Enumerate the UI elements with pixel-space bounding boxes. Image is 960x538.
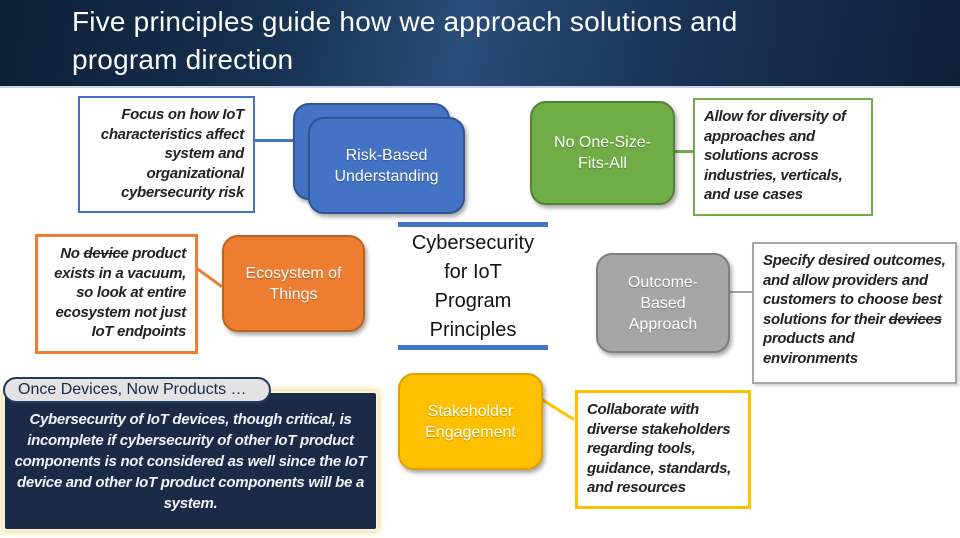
connector-risk-based xyxy=(254,139,294,142)
hub-divider-top xyxy=(398,222,548,227)
hub-title: Cybersecurity for IoT Program Principles xyxy=(411,232,535,341)
note-ecosystem: No device product exists in a vacuum, so… xyxy=(35,234,198,354)
principle-box-ecosystem: Ecosystem of Things xyxy=(222,235,365,332)
note-risk-based: Focus on how IoT characteristics affect … xyxy=(78,96,255,213)
note-text-strikethrough: devices xyxy=(888,310,942,328)
footnote-panel: Cybersecurity of IoT devices, though cri… xyxy=(3,391,378,531)
note-stakeholder: Collaborate with diverse stakeholders re… xyxy=(575,390,751,509)
footnote-badge: Once Devices, Now Products … xyxy=(3,377,271,403)
principle-label: No One-Size-Fits-All xyxy=(554,134,651,172)
note-text: Focus on how IoT characteristics affect … xyxy=(100,106,245,201)
note-text-strikethrough: device xyxy=(83,245,129,262)
connector-outcome xyxy=(729,291,753,293)
connector-no-one-size xyxy=(674,150,694,153)
footnote-badge-label: Once Devices, Now Products … xyxy=(18,381,247,398)
note-text-pre: Specify desired outcomes, and allow prov… xyxy=(763,252,946,328)
connector-ecosystem xyxy=(194,266,223,288)
footnote-text: Cybersecurity of IoT devices, though cri… xyxy=(14,411,367,512)
principle-label: Outcome-Based Approach xyxy=(627,273,699,333)
note-text-post: products and environments xyxy=(763,330,858,367)
note-no-one-size: Allow for diversity of approaches and so… xyxy=(693,98,873,216)
principle-label: Ecosystem of Things xyxy=(245,264,342,303)
principle-box-risk-based: Risk-Based Understanding xyxy=(308,117,465,214)
principle-label: Risk-Based Understanding xyxy=(334,146,439,185)
note-text-post: product exists in a vacuum, so look at e… xyxy=(54,245,186,340)
note-text-pre: No xyxy=(60,245,84,262)
note-text: Collaborate with diverse stakeholders re… xyxy=(587,401,732,496)
hub-divider-bottom xyxy=(398,345,548,350)
slide-title: Five principles guide how we approach so… xyxy=(72,6,738,75)
note-outcome-based: Specify desired outcomes, and allow prov… xyxy=(752,242,957,384)
principle-box-no-one-size: No One-Size-Fits-All xyxy=(530,101,675,205)
principle-box-outcome-based: Outcome-Based Approach xyxy=(596,253,730,353)
slide-header: Five principles guide how we approach so… xyxy=(0,0,960,88)
principle-box-stakeholder: Stakeholder Engagement xyxy=(398,373,543,470)
principle-label: Stakeholder Engagement xyxy=(425,402,516,441)
note-text: Allow for diversity of approaches and so… xyxy=(704,108,846,203)
